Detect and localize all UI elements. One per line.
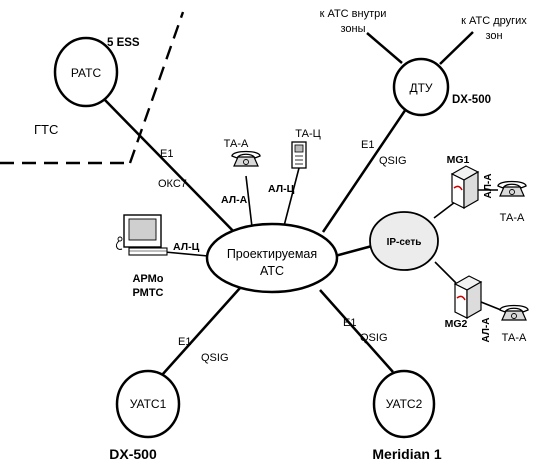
link-uats1 (161, 287, 241, 376)
okc7-label: ОКС7 (158, 178, 187, 190)
qsig-dtu: QSIG (379, 155, 407, 167)
e1-uats2: E1 (343, 317, 356, 329)
link-phone-c (283, 167, 300, 227)
link-dtu-inside (366, 32, 403, 64)
media-gateway-1-icon (450, 165, 480, 210)
link-dtu (321, 105, 410, 233)
link-uats2 (319, 289, 394, 373)
dx500-top: DX-500 (452, 94, 491, 106)
arm-label-2: РМТС (132, 287, 163, 299)
link-phone-a (245, 175, 253, 228)
ta-a-mg2-label: ТА-А (502, 332, 527, 344)
ip-label: IP-сеть (387, 237, 422, 248)
analog-phone-mg1-icon (497, 180, 527, 197)
link-rats (102, 97, 241, 239)
node-uats2 (372, 369, 436, 439)
uats1-label: УАТС1 (130, 397, 167, 411)
link-mg2-phone (480, 301, 502, 311)
uats2-label: УАТС2 (386, 397, 423, 411)
media-gateway-2-icon (453, 275, 483, 320)
node-rats (53, 36, 119, 108)
al-c-phone: АЛ-Ц (268, 183, 295, 195)
atc-other-2: зон (485, 30, 502, 42)
ta-a-label: ТА-А (224, 138, 249, 150)
al-c-arm: АЛ-Ц (173, 241, 200, 253)
al-a-mg2: АЛ-А (481, 318, 492, 343)
node-ip-network (369, 211, 439, 271)
qsig-uats2: QSIG (360, 332, 388, 344)
dtu-label: ДТУ (409, 81, 432, 95)
node-dtu (392, 57, 450, 117)
e1-rats: E1 (160, 148, 173, 160)
node-uats1 (115, 369, 181, 439)
center-label-2: АТС (260, 264, 284, 278)
e1-uats1: E1 (178, 336, 191, 348)
ta-c-label: ТА-Ц (295, 128, 321, 140)
al-a-mg1: АЛ-А (483, 174, 494, 199)
mg2-label: MG2 (445, 318, 468, 330)
gts-label: ГТС (34, 122, 58, 137)
meridian-label: Meridian 1 (372, 446, 441, 462)
rats-label: РАТС (71, 66, 102, 80)
atc-inside-1: к АТС внутри (320, 8, 387, 20)
link-dtu-other (439, 31, 474, 65)
mg1-label: MG1 (447, 154, 470, 166)
analog-phone-mg2-icon (499, 304, 529, 321)
ess-label: 5 ESS (107, 37, 140, 49)
workstation-icon (115, 214, 168, 256)
ta-a-mg1-label: ТА-А (500, 212, 525, 224)
link-ip (334, 244, 373, 258)
link-ip-mg1 (433, 201, 456, 219)
digital-phone-icon (291, 141, 307, 169)
center-label-1: Проектируемая (227, 247, 317, 261)
atc-other-1: к АТС других (461, 15, 527, 27)
atc-inside-2: зоны (340, 23, 365, 35)
gts-boundary (0, 11, 185, 165)
link-arm (164, 251, 209, 257)
link-ip-mg2 (434, 261, 457, 284)
dx500-bottom: DX-500 (109, 446, 157, 462)
qsig-uats1: QSIG (201, 352, 229, 364)
node-center (205, 222, 339, 294)
arm-label-1: АРМо (132, 273, 163, 285)
e1-dtu: E1 (361, 139, 374, 151)
al-a-phone: АЛ-А (221, 194, 248, 206)
analog-phone-icon (231, 150, 261, 167)
